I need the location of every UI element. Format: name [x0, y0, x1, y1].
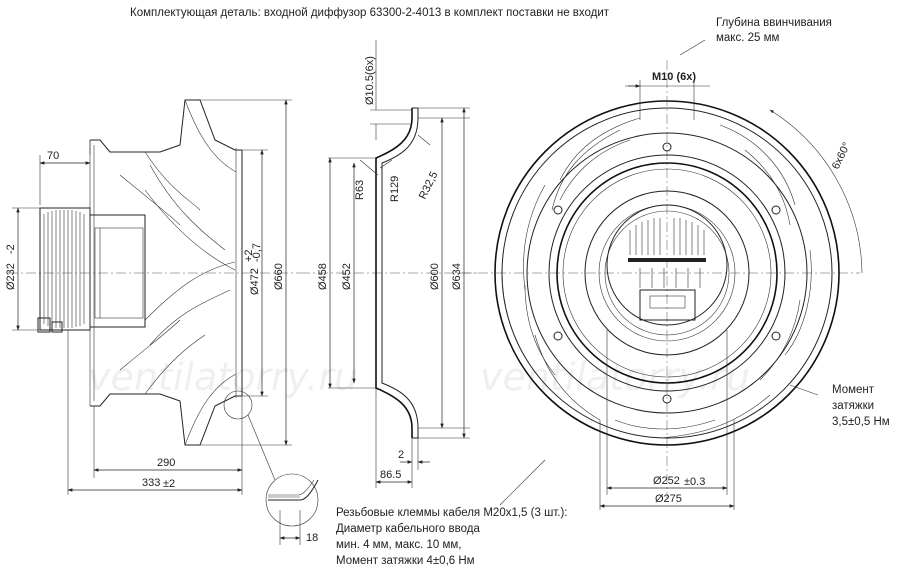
- dim-252-tol: ±0.3: [684, 476, 705, 488]
- dim-472-660-group: Ø472 +2 -0,7 Ø660: [200, 99, 292, 446]
- top-note: Комплектующая деталь: входной диффузор 6…: [130, 7, 610, 19]
- dim-6x60: 6x60°: [830, 141, 853, 172]
- dim-r32-5: R32,5: [417, 170, 441, 202]
- torque-note-2: затяжки: [832, 400, 874, 412]
- cable-note-2: Диаметр кабельного ввода: [336, 523, 480, 535]
- impeller-outline: [89, 99, 276, 481]
- dim-70: 70: [47, 150, 59, 162]
- dim-18: 18: [306, 532, 318, 544]
- dim-232: Ø232: [5, 263, 17, 290]
- screw-depth-note-2: макс. 25 мм: [716, 32, 779, 44]
- dim-333: 333: [142, 477, 160, 489]
- torque-note-3: 3,5±0,5 Нм: [832, 416, 890, 428]
- cable-note-3: мин. 4 мм, макс. 10 мм,: [336, 539, 461, 551]
- dim-232-group: Ø232 -2: [5, 207, 40, 331]
- dim-600: Ø600: [429, 263, 441, 290]
- dim-452: Ø452: [341, 263, 353, 290]
- dim-86-5: 86.5: [380, 469, 401, 481]
- front-blades: [523, 117, 812, 439]
- side-view: 18 70 Ø232 -2 Ø472 +2 -0,7: [5, 99, 319, 545]
- dim-275: Ø275: [655, 493, 682, 505]
- dim-290: 290: [157, 457, 175, 469]
- diffuser-view: Ø10.5(6x) R63 R129 R32,5 Ø458 Ø452 Ø600 …: [300, 40, 480, 488]
- dim-232-tol: -2: [5, 244, 17, 254]
- motor-hub: [606, 204, 728, 326]
- dim-458: Ø458: [317, 263, 329, 290]
- screw-depth-note-1: Глубина ввинчивания: [716, 17, 832, 29]
- dim-472-tol-up: +2: [243, 249, 255, 262]
- dim-m10: M10 (6x): [652, 71, 696, 83]
- dim-660: Ø660: [273, 263, 285, 290]
- cable-note-1: Резьбовые клеммы кабеля M20x1,5 (3 шт.):: [336, 507, 568, 519]
- dim-472: Ø472: [249, 268, 261, 295]
- detail-view: 18: [265, 473, 319, 545]
- dim-10-5: Ø10.5(6x): [364, 56, 376, 105]
- watermark-left: ventilatorry.ru: [88, 355, 358, 399]
- dim-252: Ø252: [653, 475, 680, 487]
- dim-634: Ø634: [451, 263, 463, 290]
- dim-70-group: 70: [39, 140, 91, 205]
- front-view: M10 (6x) 6x60° Ø252 ±0.3 Ø275: [460, 39, 863, 510]
- dim-2: 2: [398, 449, 404, 461]
- dim-290-333-group: 290 333 ±2: [67, 330, 243, 495]
- torque-note-1: Момент: [832, 384, 875, 396]
- dim-r129: R129: [389, 176, 401, 202]
- motor-body: [37, 207, 146, 333]
- cable-note-4: Момент затяжки 4±0,6 Нм: [336, 555, 475, 567]
- dim-472-tol-dn: -0,7: [251, 243, 263, 262]
- dim-r63: R63: [354, 180, 366, 200]
- mounting-holes: [553, 142, 781, 404]
- dim-333-tol: ±2: [163, 478, 175, 490]
